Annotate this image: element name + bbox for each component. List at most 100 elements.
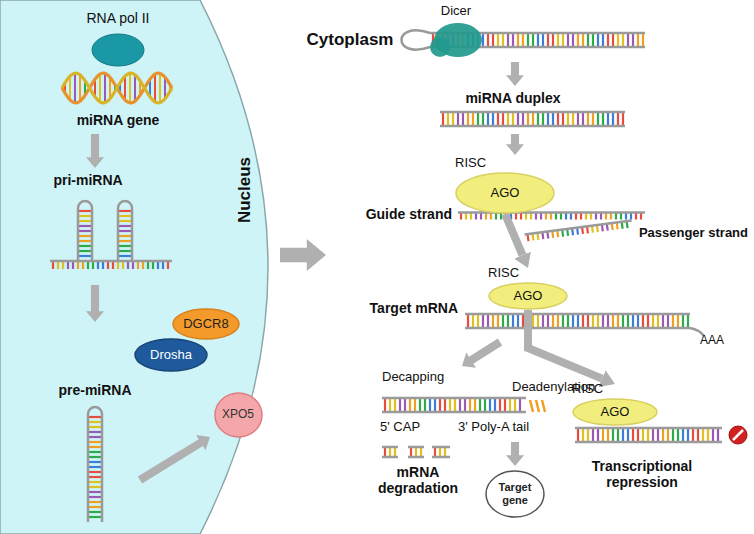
hairpin-loop [78,201,92,208]
process-arrow [506,442,524,466]
base-pair [592,428,594,442]
base-pair [384,447,386,457]
base-pair [492,112,494,126]
hairpin-loop [118,201,132,208]
base-pair [467,314,469,328]
stage-label: Cytoplasm [307,30,394,50]
base-pair [507,112,509,126]
base-pair [547,33,549,47]
guide-strand [458,213,645,220]
base-pair [542,112,544,126]
base-pair [482,33,484,47]
rna-polymerase [92,34,144,66]
base-pair [464,398,466,412]
process-arrow [280,239,326,271]
base-pair [419,398,421,412]
base-pair [88,416,102,418]
ellipse-outline [135,339,207,371]
base-pair [492,33,494,47]
base-pair [88,426,102,428]
stage-label: Passenger strand [639,226,748,241]
base-pair [532,112,534,126]
molecule-ellipse: XPO5 [214,392,263,438]
base-pair [78,215,92,217]
backbone [382,411,526,414]
base-pair [562,112,564,126]
base-pair [484,398,486,412]
base-pair [472,314,474,328]
base-pair [557,314,559,328]
base-pair [667,314,669,328]
base-pair [652,428,654,442]
base-pair [572,33,574,47]
ago-blob [573,399,657,425]
base-pair [707,428,709,442]
base-pair [497,33,499,47]
base-pair [542,33,544,47]
base-pair [439,447,441,457]
base-pair [687,314,689,328]
base-pair [587,428,589,442]
base-pair [507,314,509,328]
base-pair [474,398,476,412]
base-pair [389,447,391,457]
stage-label: Guide strand [366,206,452,222]
base-pair [607,428,609,442]
base-pair [477,314,479,328]
base-pair [522,314,524,328]
hairpin-stem [78,208,92,261]
base-pair [482,112,484,126]
base-pair [414,398,416,412]
base-pair [587,33,589,47]
dna-helix [62,73,172,103]
base-pair [657,428,659,442]
base-pair [607,112,609,126]
base-pair [682,314,684,328]
repressed-mrna [575,428,722,442]
ellipse-outline [173,309,239,339]
protein-name: AGO [572,398,658,426]
base-pair [642,314,644,328]
annotation-label: Decapping [382,370,444,385]
process-arrow [528,310,602,379]
base-pair [607,314,609,328]
base-pair [612,314,614,328]
base-pair [442,112,444,126]
base-pair [439,398,441,412]
base-pair [577,112,579,126]
process-arrow [86,134,104,168]
backbone [91,208,94,261]
base-pair [537,314,539,328]
base-pair [78,240,92,242]
base-pair [88,471,102,473]
base-pair [642,33,644,47]
base-pair [509,398,511,412]
base-pair [692,428,694,442]
base-pair [499,398,501,412]
base-pair [552,112,554,126]
base-pair [88,476,102,478]
node-outline [0,0,275,534]
base-pair [612,428,614,442]
base-pair [637,314,639,328]
base-pair [682,428,684,442]
base-pair [512,112,514,126]
base-pair [717,428,719,442]
base-pair [502,112,504,126]
backbone [440,125,625,128]
base-pair [88,421,102,423]
base-pair [88,436,102,438]
base-pair [78,225,92,227]
base-pair [502,33,504,47]
base-pair [124,76,126,100]
base-pair [507,33,509,47]
base-pair [512,33,514,47]
protein-name: AGO [488,282,568,310]
base-pair [159,73,161,102]
no-entry-bar [733,430,743,440]
base-pair [542,314,544,328]
base-pair [582,428,584,442]
base-pair [404,398,406,412]
base-pair [622,428,624,442]
base-pair [627,33,629,47]
